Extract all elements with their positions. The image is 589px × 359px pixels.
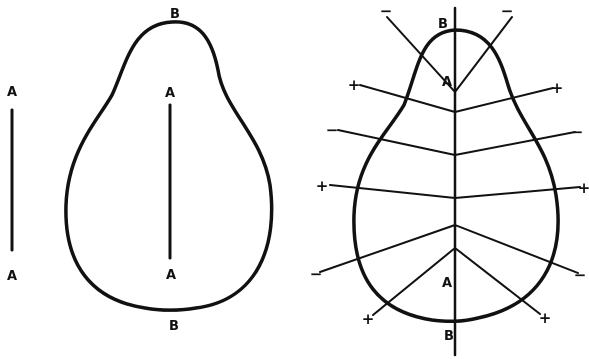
- panel-2-label-a-top: A: [165, 86, 175, 101]
- panel-3-sign-branch-3-left: +: [316, 177, 329, 195]
- panel-3-label-a-bottom: A: [442, 276, 452, 291]
- panel-3-label-b-top: B: [438, 17, 448, 32]
- panel-3-branch-3-right: [455, 187, 580, 198]
- panel-3-sign-branch-2-left: −: [326, 121, 339, 139]
- panel-1: A A: [7, 85, 17, 284]
- panel-3-branch-5-right: [455, 248, 540, 314]
- panel-3-label-b-bottom: B: [444, 329, 454, 344]
- panel-3-branch-1-right: [455, 88, 553, 112]
- panel-3-branch-2-left: [338, 130, 455, 155]
- panel-3-sign-top-left: −: [380, 2, 393, 20]
- panel-3-branch-top-right: [455, 17, 512, 92]
- panel-3-sign-branch-1-right: +: [551, 79, 564, 97]
- panel-3-branch-2-right: [455, 132, 575, 155]
- panel-3-sign-branch-4-right: −: [574, 266, 587, 284]
- panel-2-label-b-top: B: [170, 7, 180, 22]
- panel-3-sign-branch-5-left: +: [362, 310, 375, 328]
- panel-1-label-bottom: A: [7, 269, 17, 284]
- panel-3: B B A A − − + + − − + + − − + +: [310, 2, 589, 355]
- panel-3-sign-branch-5-right: +: [539, 309, 552, 327]
- panel-2-label-b-bottom: B: [169, 319, 179, 334]
- panel-3-label-a-top: A: [442, 75, 452, 90]
- panel-2-label-a-bottom: A: [166, 268, 176, 283]
- panel-2: B B A A: [66, 7, 272, 334]
- panel-3-branch-3-left: [330, 185, 455, 198]
- panel-3-sign-top-right: −: [501, 2, 514, 20]
- panel-3-sign-branch-4-left: −: [310, 265, 323, 283]
- panel-3-branch-1-left: [360, 85, 455, 112]
- panel-3-sign-branch-3-right: +: [578, 179, 589, 197]
- panel-3-sign-branch-1-left: +: [348, 76, 361, 94]
- panel-3-branch-4-right: [455, 225, 578, 273]
- panel-3-sign-branch-2-right: −: [571, 123, 584, 141]
- panel-1-label-top: A: [7, 85, 17, 100]
